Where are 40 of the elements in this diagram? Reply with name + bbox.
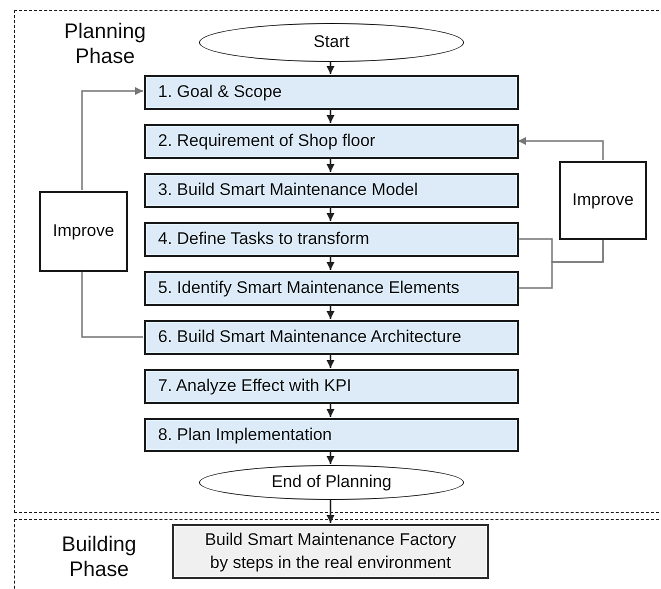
process-box (144, 369, 519, 404)
node-label: Improve (52, 220, 114, 242)
node-label: End of Planning (271, 471, 392, 494)
process-box (144, 222, 519, 257)
arrow (81, 87, 143, 190)
node-label: 8. Plan Implementation (158, 424, 332, 446)
improve-box (39, 191, 128, 272)
process-box (144, 75, 519, 110)
phase-heading: Planning Phase (63, 19, 147, 70)
phase-band (14, 10, 661, 513)
improve-box (559, 161, 647, 240)
node-label: 1. Goal & Scope (158, 81, 282, 104)
process-box (144, 173, 519, 208)
node-label: Improve (572, 189, 634, 212)
arrow (326, 158, 334, 172)
node-label: 3. Build Smart Maintenance Model (158, 179, 418, 202)
arrow (326, 354, 334, 368)
arrow (326, 109, 334, 123)
node-label: 4. Define Tasks to transform (158, 228, 370, 250)
process-box (144, 418, 519, 452)
process-box (144, 124, 519, 159)
arrow (326, 207, 334, 221)
node-label: 2. Requirement of Shop floor (158, 130, 376, 152)
process-box (144, 271, 519, 306)
result-box (172, 524, 489, 579)
arrow (326, 256, 334, 270)
phase-heading: Building Phase (60, 532, 138, 582)
arrow (518, 137, 604, 160)
arrow (326, 499, 334, 523)
process-box (144, 320, 519, 355)
node-label: 5. Identify Smart Maintenance Elements (158, 277, 460, 300)
node-label: 7. Analyze Effect with KPI (158, 375, 352, 398)
arrow (326, 403, 334, 417)
phase-band (14, 519, 661, 589)
node-label: Build Smart Maintenance Factory by steps in the real environment (204, 529, 458, 574)
arrow (326, 61, 334, 74)
arrow (326, 305, 334, 319)
node-label: 6. Build Smart Maintenance Architecture (158, 326, 462, 348)
node-label: Start (314, 31, 350, 54)
arrow (326, 451, 334, 464)
